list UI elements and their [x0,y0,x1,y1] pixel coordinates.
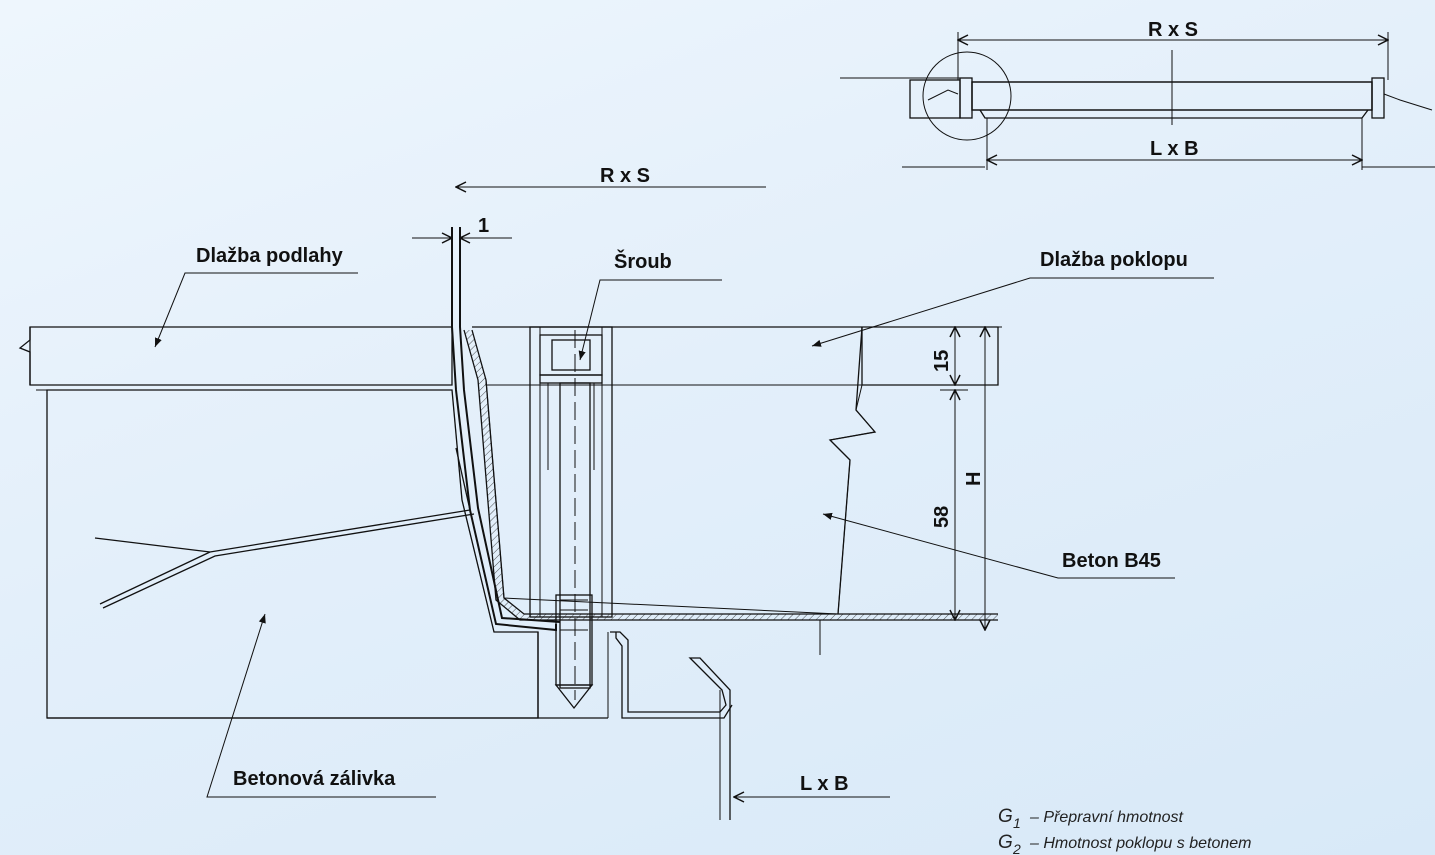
concrete-fill [485,379,876,615]
svg-text:G: G [998,832,1013,853]
cover-tray [463,329,998,621]
legend-item-g1: G 1 – Přepravní hmotnost [998,806,1184,831]
anchor-bar-upper [94,447,471,553]
dim-lxb-overview: L x B [1150,138,1199,160]
svg-text:– Přepravní hmotnost: – Přepravní hmotnost [1029,809,1184,826]
detail-circle [922,51,1012,141]
dimensions-main: R x S 1 15 58 H L x B [412,165,1002,797]
cover-tile-layer [472,326,999,386]
label-concrete: Beton B45 [1062,550,1161,572]
dim-gap: 1 [478,215,489,237]
label-cover-tiles: Dlažba poklopu [1040,249,1188,271]
overview-section: R x S L x B [840,19,1435,170]
svg-text:1: 1 [1013,815,1021,831]
labels: Dlažba podlahy Šroub Dlažba poklopu Beto… [154,245,1214,798]
dim-h: H [963,472,985,486]
svg-text:G: G [998,806,1013,827]
bolt [551,330,594,710]
svg-text:2: 2 [1012,841,1021,855]
main-section [18,227,999,820]
dim-58: 58 [931,506,953,528]
dim-rxs-overview: R x S [1148,19,1198,41]
dim-lxb-main: L x B [800,773,849,795]
dim-rxs-main: R x S [600,165,650,187]
legend: G 1 – Přepravní hmotnost G 2 – Hmotnost … [998,806,1251,855]
label-floor-tiles: Dlažba podlahy [196,245,344,267]
grout-block [46,389,539,719]
dim-15: 15 [931,350,953,372]
anchor-bar-lower [99,551,211,605]
label-bolt: Šroub [614,249,672,273]
floor-tile-layer [29,326,453,386]
svg-text:– Hmotnost poklopu s betonem: – Hmotnost poklopu s betonem [1029,835,1251,852]
legend-item-g2: G 2 – Hmotnost poklopu s betonem [998,832,1251,855]
label-grout: Betonová zálivka [233,768,396,790]
frame-lower [610,631,731,820]
